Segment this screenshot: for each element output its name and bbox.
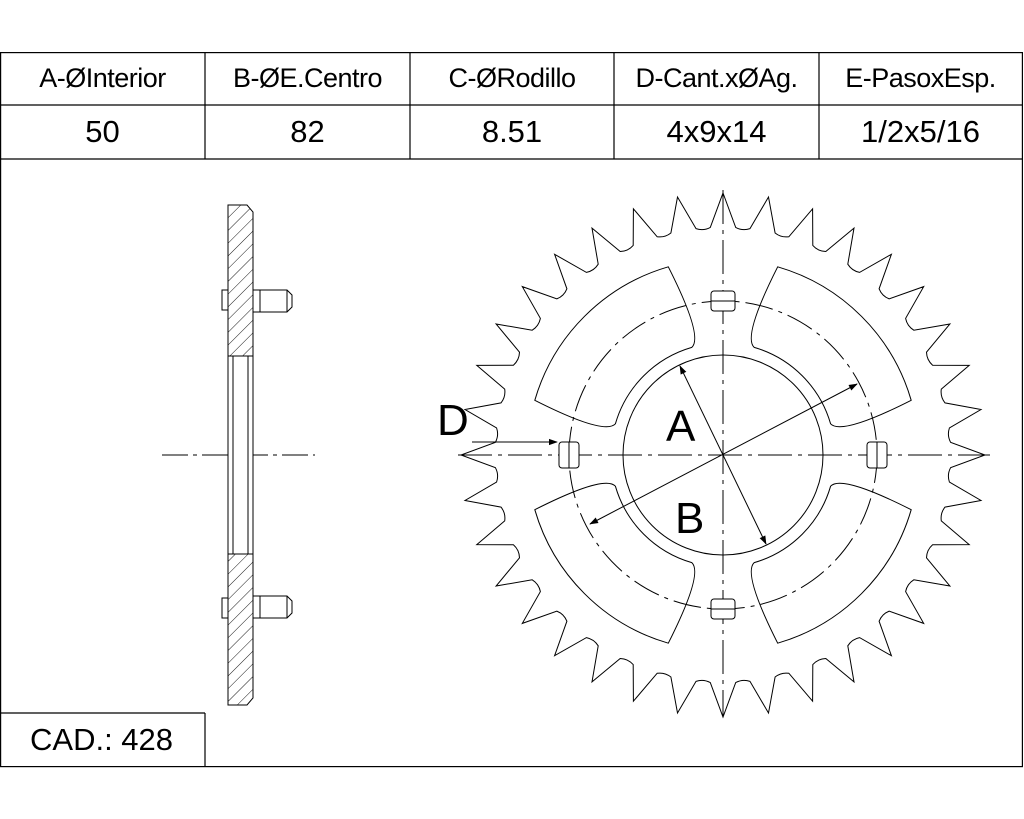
bolt-hole	[866, 441, 888, 469]
side-bore	[227, 355, 254, 555]
frame-lines	[0, 51, 1023, 768]
spec-table: A-ØInterior B-ØE.Centro C-ØRodillo D-Can…	[0, 52, 1022, 159]
header-d: D-Cant.xØAg.	[635, 63, 798, 93]
dimension-b-line	[589, 383, 858, 525]
header-c: C-ØRodillo	[448, 63, 576, 93]
lightening-window	[750, 266, 912, 428]
dimension-d-label: D	[437, 396, 469, 445]
header-b: B-ØE.Centro	[232, 63, 383, 93]
value-c: 8.51	[481, 114, 543, 149]
lightening-window	[750, 482, 912, 644]
side-stud-upper	[253, 289, 293, 313]
dimension-b-label: B	[675, 494, 704, 543]
front-view	[458, 190, 990, 719]
lightening-window	[534, 266, 696, 428]
side-hatched-upper	[227, 204, 254, 357]
cad-label: CAD.: 428	[30, 722, 174, 757]
side-hatched-lower	[227, 553, 254, 706]
value-e: 1/2x5/16	[861, 114, 980, 149]
value-d: 4x9x14	[666, 114, 767, 149]
side-stud-lower	[253, 595, 293, 619]
lightening-window	[534, 482, 696, 644]
value-a: 50	[85, 114, 120, 149]
bolt-hole	[558, 441, 580, 469]
side-view	[162, 204, 315, 706]
bolt-holes	[558, 290, 888, 620]
dimension-a-label: A	[666, 402, 696, 451]
header-a: A-ØInterior	[39, 63, 166, 93]
bolt-hole	[710, 290, 736, 312]
sprocket-teeth-outline	[459, 191, 987, 719]
side-stud-lower-head	[221, 597, 229, 619]
value-b: 82	[290, 114, 325, 149]
header-e: E-PasoxEsp.	[845, 63, 996, 93]
bolt-hole	[710, 598, 736, 620]
side-stud-upper-head	[221, 289, 229, 311]
